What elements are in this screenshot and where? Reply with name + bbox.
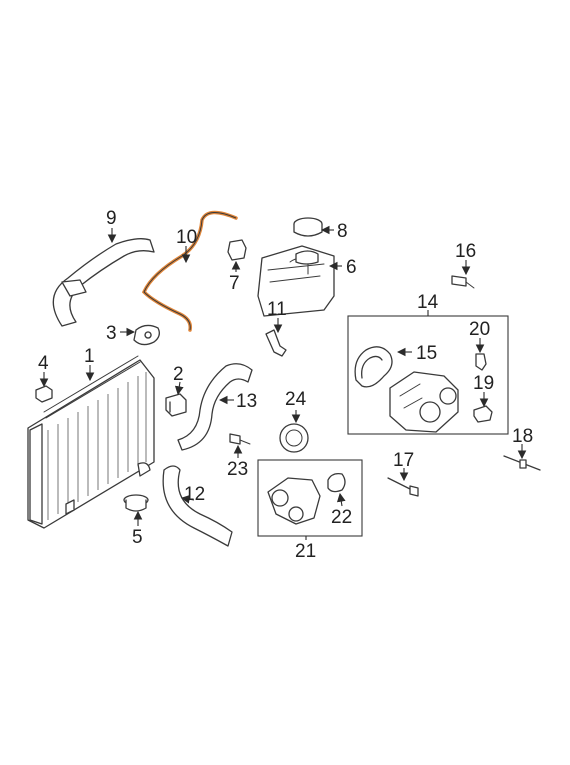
callout-24: 24 <box>285 389 307 410</box>
radiator[interactable] <box>27 355 155 529</box>
callout-1: 1 <box>84 346 95 367</box>
callout-15: 15 <box>416 343 437 364</box>
callout-3: 3 <box>106 323 117 344</box>
drain-plug[interactable] <box>123 494 149 512</box>
bypass-hose[interactable] <box>177 363 253 451</box>
water-outlet-group-frame <box>257 459 363 537</box>
retaining-clip[interactable] <box>475 353 487 371</box>
callout-labels: 1 2 3 4 5 6 7 8 9 10 11 12 13 14 15 16 1… <box>38 208 533 562</box>
callout-4: 4 <box>38 353 49 374</box>
mounting-bracket[interactable] <box>133 324 160 346</box>
callout-8: 8 <box>337 221 348 242</box>
callout-12: 12 <box>184 484 205 505</box>
callout-2: 2 <box>173 364 184 385</box>
reservoir-cap[interactable] <box>293 217 323 237</box>
callout-7: 7 <box>229 273 240 294</box>
leader-lines <box>39 225 527 540</box>
hose-clip[interactable] <box>227 239 247 261</box>
hose-fitting-9 <box>61 279 87 297</box>
coolant-reservoir[interactable] <box>257 245 335 317</box>
radiator-clip[interactable] <box>165 393 187 417</box>
callout-20: 20 <box>469 319 490 340</box>
housing-gasket[interactable] <box>354 346 393 388</box>
callout-11: 11 <box>267 299 287 320</box>
callout-10: 10 <box>176 227 197 248</box>
outlet-gasket[interactable] <box>327 472 346 493</box>
water-outlet[interactable] <box>267 477 321 525</box>
callout-17: 17 <box>393 450 414 471</box>
callout-5: 5 <box>132 527 143 548</box>
thermostat-housing[interactable] <box>389 371 459 433</box>
callout-21: 21 <box>295 541 316 562</box>
callout-22: 22 <box>331 507 352 528</box>
callout-14: 14 <box>417 292 439 313</box>
callout-18: 18 <box>512 426 533 447</box>
thermostat[interactable] <box>279 423 309 453</box>
callout-19: 19 <box>473 373 494 394</box>
lower-radiator-hose[interactable] <box>162 465 233 547</box>
callout-9: 9 <box>106 208 117 229</box>
bolt-23[interactable] <box>229 433 251 445</box>
coolant-sensor[interactable] <box>35 385 53 403</box>
stud-18[interactable] <box>503 455 541 471</box>
callout-23: 23 <box>227 459 248 480</box>
small-hose[interactable] <box>265 329 287 357</box>
bolt-16[interactable] <box>451 275 475 289</box>
temperature-sensor[interactable] <box>473 405 493 423</box>
callout-6: 6 <box>346 257 357 278</box>
callout-16: 16 <box>455 241 476 262</box>
callout-13: 13 <box>236 391 257 412</box>
bolt-17[interactable] <box>387 477 419 497</box>
